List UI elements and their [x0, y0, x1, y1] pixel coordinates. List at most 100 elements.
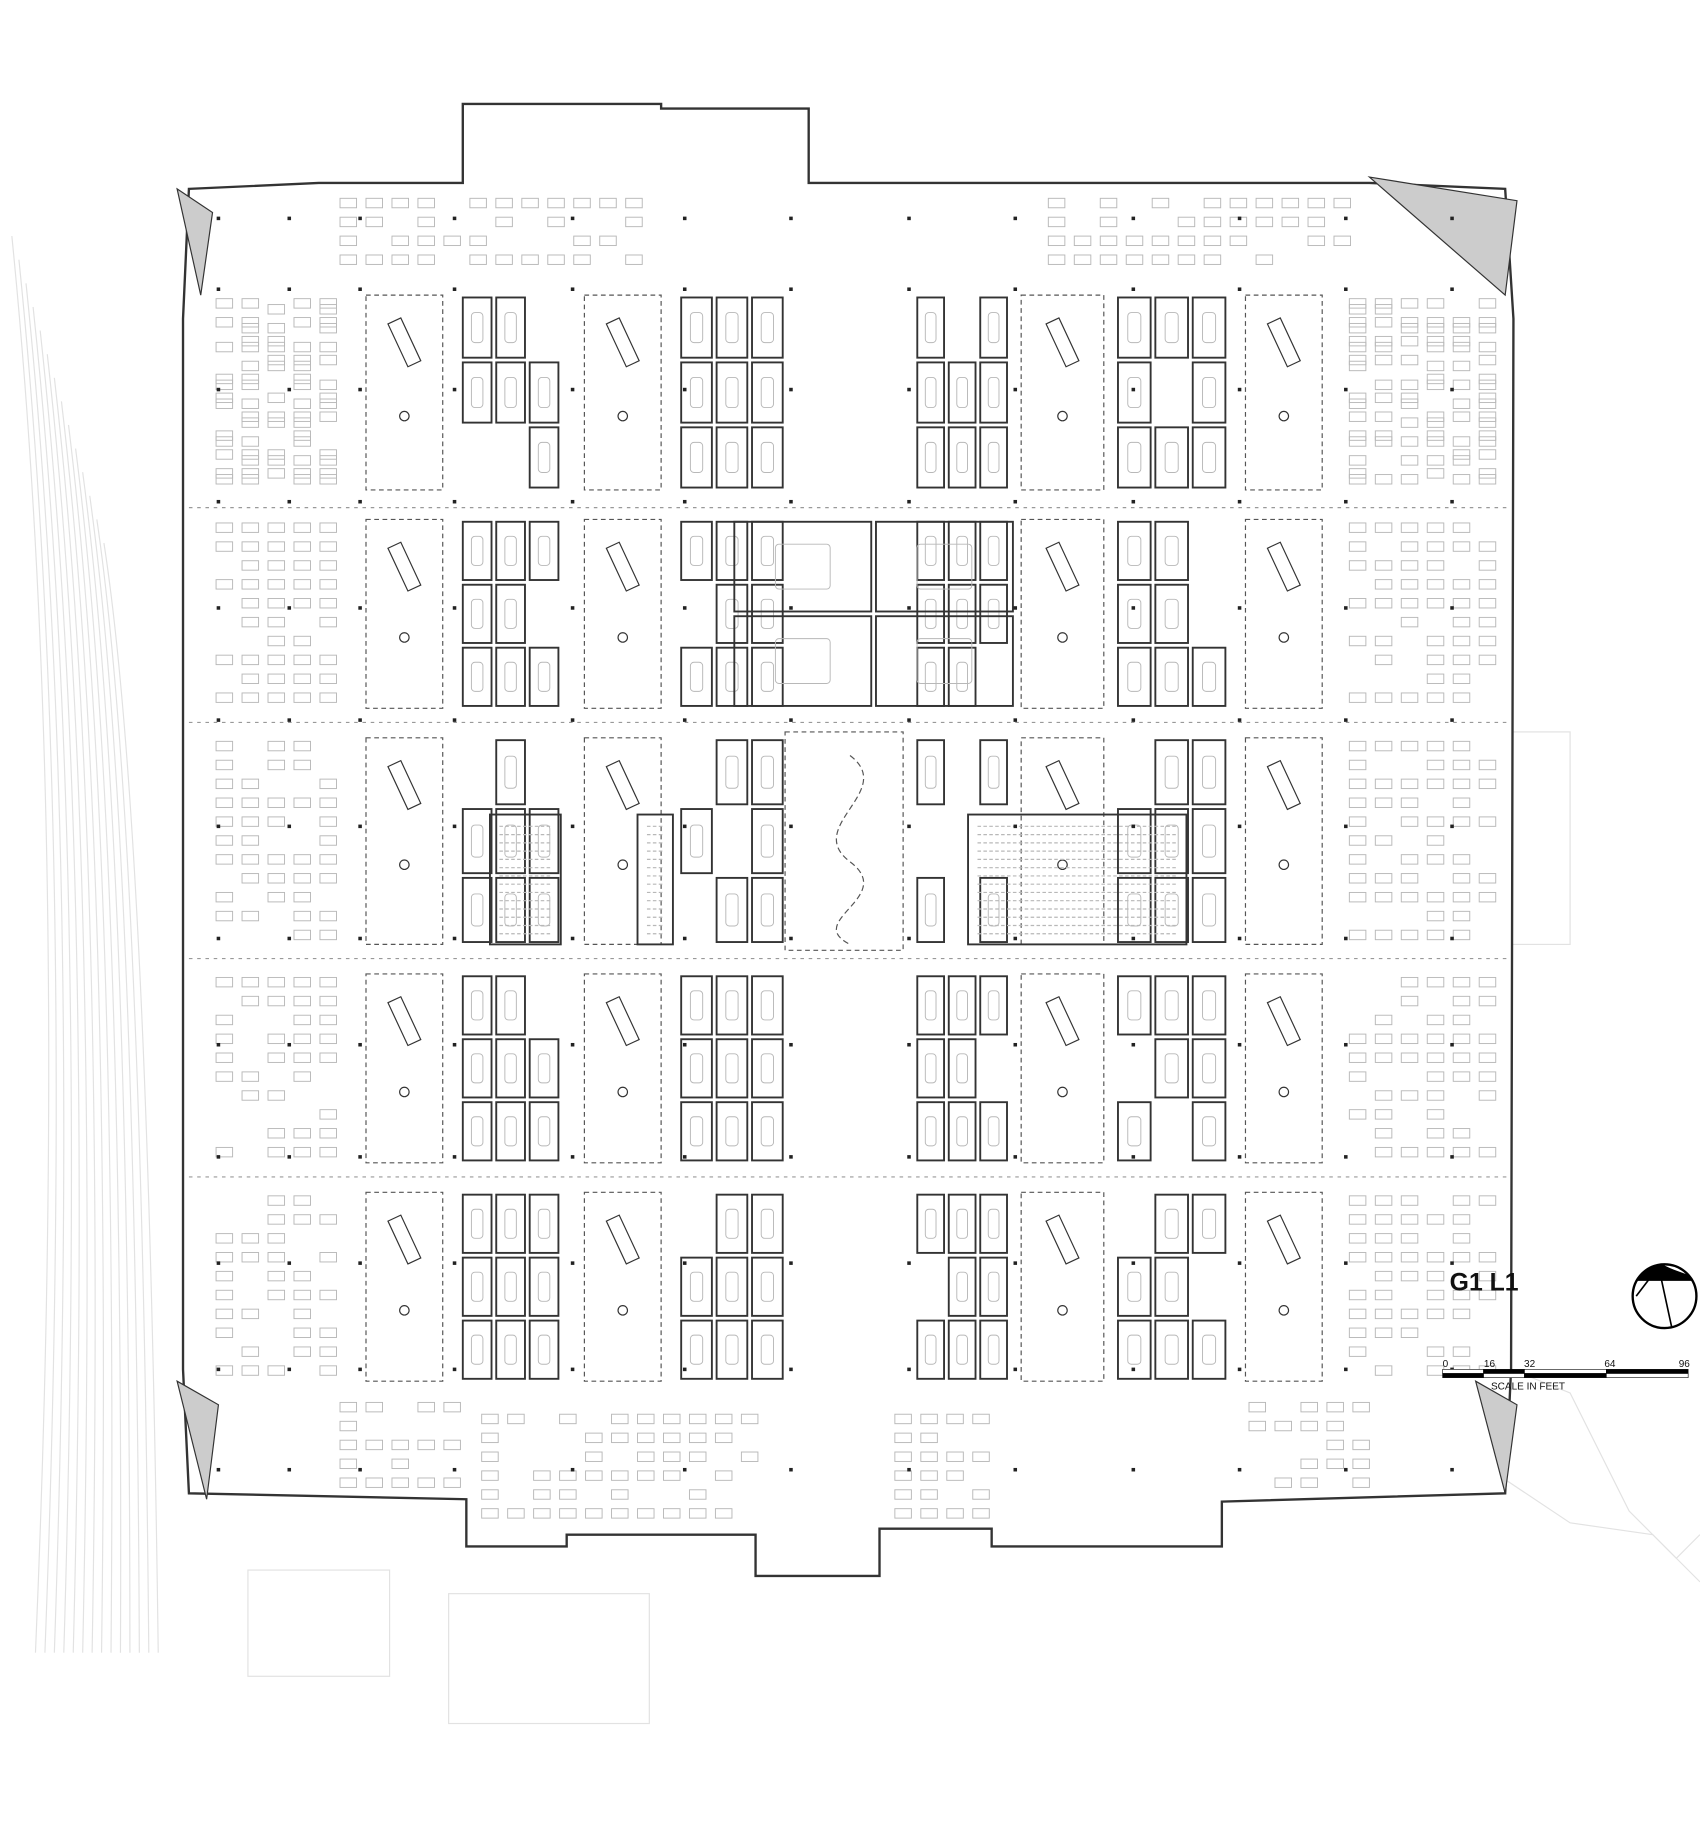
stair — [1266, 995, 1302, 1047]
desk — [417, 1477, 435, 1488]
room — [916, 739, 945, 806]
column — [570, 499, 575, 504]
desk — [365, 1477, 383, 1488]
desk — [1348, 1071, 1367, 1082]
desk — [1255, 254, 1274, 265]
scale-segment — [1606, 1373, 1689, 1378]
room-block — [1117, 1193, 1227, 1380]
table — [760, 661, 774, 692]
desk — [714, 1413, 733, 1425]
room — [979, 1101, 1008, 1162]
desk — [946, 1413, 964, 1425]
desk — [1374, 430, 1393, 441]
desk — [1348, 522, 1367, 533]
table — [760, 990, 774, 1021]
desk — [663, 1470, 681, 1481]
desk — [241, 298, 260, 309]
desk — [293, 854, 311, 865]
desk — [1400, 322, 1419, 334]
stair — [605, 317, 640, 368]
table — [987, 893, 1000, 927]
desk — [1478, 417, 1497, 428]
desk — [1400, 1052, 1419, 1063]
drain-icon — [617, 410, 629, 422]
desk — [339, 197, 358, 209]
desk — [1374, 598, 1393, 609]
room — [751, 876, 784, 943]
table — [1164, 824, 1179, 858]
desk — [241, 317, 260, 328]
table — [537, 1208, 551, 1239]
desk — [215, 692, 234, 703]
room — [495, 646, 526, 707]
room — [495, 583, 526, 644]
table — [760, 1053, 774, 1084]
desk — [1348, 1308, 1367, 1320]
column — [1013, 499, 1018, 504]
desk — [365, 1439, 383, 1451]
room — [528, 520, 560, 581]
desk — [1348, 1109, 1367, 1120]
column — [216, 936, 221, 941]
table — [470, 824, 484, 858]
desk — [1478, 322, 1497, 334]
table — [1127, 441, 1142, 473]
desk — [241, 541, 260, 552]
auditorium-wall — [489, 813, 562, 946]
desk — [495, 254, 513, 265]
room — [947, 583, 977, 644]
room — [1154, 583, 1189, 644]
desk — [1374, 1308, 1393, 1320]
desk — [1333, 197, 1352, 209]
column — [1450, 387, 1454, 392]
column — [682, 718, 687, 722]
table — [987, 1208, 1000, 1239]
desk — [293, 560, 311, 571]
desk — [1452, 1289, 1471, 1301]
column — [570, 216, 575, 221]
table — [1164, 598, 1179, 629]
column — [1237, 1467, 1242, 1472]
desk — [319, 522, 337, 533]
desk — [215, 1252, 234, 1263]
desk — [1452, 522, 1471, 533]
table — [689, 824, 704, 858]
desk — [1452, 1014, 1471, 1026]
room — [680, 1038, 713, 1099]
desk — [1348, 455, 1367, 466]
room-block — [680, 520, 784, 707]
desk — [1452, 541, 1471, 552]
room-block — [680, 1193, 784, 1380]
desk — [1426, 1270, 1445, 1282]
desk — [1099, 254, 1118, 265]
room — [1191, 646, 1227, 707]
room — [715, 1256, 749, 1317]
desk — [215, 373, 234, 385]
desk — [1452, 449, 1471, 460]
column — [907, 216, 911, 221]
scale-segment — [1442, 1369, 1484, 1374]
atrium — [1244, 294, 1323, 491]
column — [358, 287, 362, 291]
stair — [1266, 1214, 1302, 1265]
desk — [293, 929, 311, 941]
desk — [1478, 778, 1497, 790]
table — [1127, 661, 1142, 692]
column — [682, 1467, 687, 1472]
room — [495, 739, 526, 806]
desk — [1452, 411, 1471, 422]
desk — [1400, 522, 1419, 533]
column — [1344, 1261, 1348, 1265]
desk — [573, 254, 591, 265]
column — [216, 824, 221, 829]
desk — [1348, 560, 1367, 571]
desk — [1203, 254, 1222, 265]
table — [987, 990, 1000, 1021]
scale-label-16: 16 — [1484, 1359, 1496, 1370]
column — [1450, 1261, 1454, 1265]
desk — [1478, 449, 1497, 460]
room — [715, 1101, 749, 1162]
desk — [293, 598, 311, 609]
desk — [319, 304, 337, 315]
table — [1164, 893, 1179, 927]
